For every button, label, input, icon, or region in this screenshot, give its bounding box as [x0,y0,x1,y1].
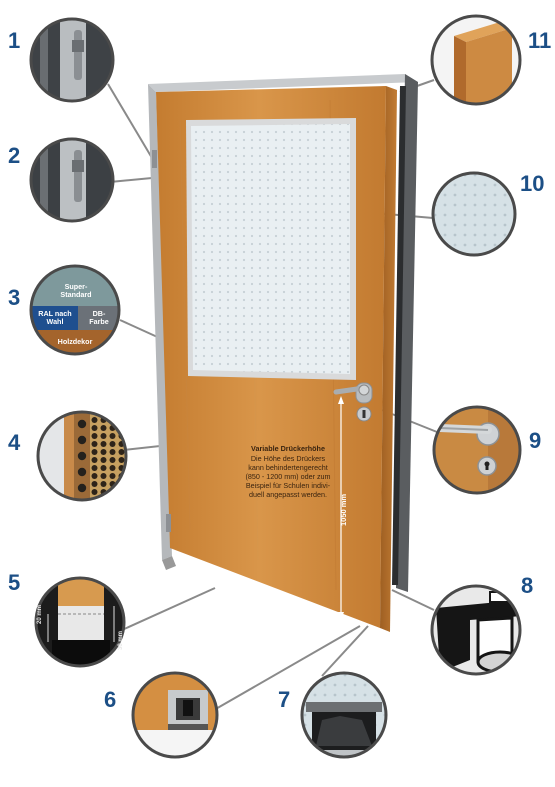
detail-hinge-bottom [31,139,113,221]
finish-ral: RAL nach Wahl [38,309,72,326]
door-frame [148,74,418,592]
handle-note-title: Variable Drückerhöhe [251,444,325,453]
detail-threshold [302,673,386,757]
finish-wood: Holzdekor [57,337,93,346]
callout-10: 10 [520,171,545,196]
handle-height-label: 1050 mm [339,493,348,526]
finish-super-standard: Super- Standard [60,282,92,299]
seal-dim-left: 20 mm [37,604,43,624]
callout-2: 2 [8,143,21,168]
height-dimension [338,396,344,620]
hinge-lower [166,514,171,532]
callout-11: 11 [528,28,552,53]
callout-8: 8 [521,573,534,598]
callout-6: 6 [104,687,117,712]
finish-db: DB- Farbe [89,309,109,326]
callout-4: 4 [8,430,21,455]
detail-bottom-seal [36,578,124,666]
callout-5: 5 [8,570,21,595]
callout-9: 9 [529,428,542,453]
glass-panel [186,118,356,380]
detail-hinge-top [31,19,113,101]
detail-handle [434,407,520,493]
callout-7: 7 [278,687,291,712]
detail-glass [433,173,515,255]
detail-door-core [38,412,126,500]
handle-note-body: Die Höhe des Drückers kann behindertenge… [245,454,331,499]
seal-dim-right: 30 mm [118,630,124,650]
detail-frame-profile [432,586,520,674]
detail-door-edge [432,16,520,104]
door-handle [333,382,373,422]
detail-drop-seal [133,673,217,757]
callout-1: 1 [8,28,21,53]
hinge-upper [152,150,157,168]
callout-3: 3 [8,285,21,310]
